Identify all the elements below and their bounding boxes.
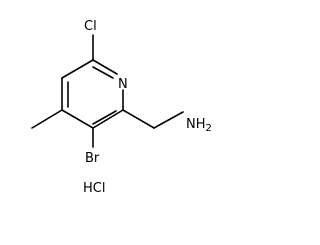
bond-c4-methyl: [31, 109, 63, 129]
atom-ring-nitrogen: N: [118, 77, 128, 92]
bond-c6-n1: [92, 59, 118, 75]
atom-bromine: Br: [85, 151, 100, 166]
bond-ch2-n: [153, 111, 184, 129]
atom-amine: NH2: [186, 117, 212, 134]
bond-c6-n1-inner: [92, 66, 114, 79]
bond-c2-c3: [92, 109, 124, 129]
amine-subscript: 2: [206, 123, 212, 134]
salt-label: HCl: [83, 181, 105, 196]
atom-chlorine: Cl: [84, 19, 97, 34]
bond-c3-c4: [61, 109, 94, 129]
bond-c5-c6: [61, 59, 94, 79]
chemical-structure: Cl N Br NH2 HCl: [31, 19, 212, 196]
bond-c2-ch2: [122, 109, 155, 129]
amine-nh: NH: [186, 117, 206, 132]
bond-c2-c3-inner: [92, 110, 117, 125]
